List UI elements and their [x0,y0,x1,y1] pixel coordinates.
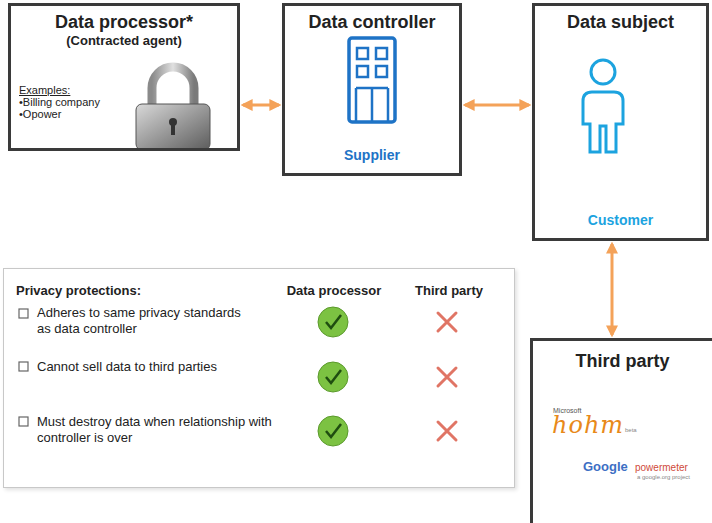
checkbox [19,309,28,318]
box-text: (Contracted agent) [19,33,229,48]
checkbox [19,362,28,371]
double-arrow [243,104,279,107]
person-icon [583,60,623,152]
check-circle [318,416,348,446]
entity-box: Data processor*(Contracted agent) Example… [8,3,240,151]
building-window [357,66,368,77]
lock-shackle [152,67,194,108]
check-circle [318,307,348,337]
box-text: beta [625,427,637,433]
checkbox [19,417,28,426]
cross-mark [438,422,456,440]
checkbox-group [19,309,28,426]
cross-group [438,313,456,440]
box-text: Google [583,459,628,474]
lock-icon [136,67,210,150]
double-arrow [611,244,614,335]
building-door [356,88,388,122]
box-text: powermeter [635,462,688,473]
box-heading: Third party [533,351,712,372]
building-icon [349,38,395,122]
box-text: hohm [552,411,624,439]
check-mark [326,424,341,437]
check-circle [318,362,348,392]
building-window [357,48,368,59]
lock-keyhole [171,123,175,135]
building-window [376,66,387,77]
box-text: •Billing company [19,96,129,108]
cross-mark [438,368,456,386]
lock-body [136,104,210,150]
cross-mark [438,313,456,331]
double-arrow [465,104,529,107]
box-text: Cannot sell data to third parties [37,359,257,375]
box-text: Examples: [19,84,129,96]
entity-box: Third partyMicrosofthohmbetaGooglepowerm… [530,338,712,523]
building-window [376,48,387,59]
box-text: Must destroy data when relationship with… [37,414,309,446]
box-heading: Data controller [291,12,453,33]
person-body [583,92,623,152]
building-outline [349,38,395,122]
box-text: Supplier [291,147,453,163]
box-text: •Opower [19,108,129,120]
entity-box: Data controllerSupplier [282,3,462,176]
table-panel: Privacy protections: Data processor Third … [3,268,515,488]
box-text: a google.org project [637,474,690,480]
box-text: Customer [541,212,700,228]
person-head [591,60,615,84]
box-heading: Privacy protections: [16,283,141,298]
entity-box: Data subjectCustomer [532,3,709,241]
check-mark [326,370,341,383]
check-group [318,307,348,446]
box-text: Data processor [279,283,389,298]
box-text: Adheres to same privacy standards as dat… [37,305,257,337]
box-text: Third party [399,283,499,298]
box-heading: Data subject [541,12,700,33]
check-mark [326,315,341,328]
box-heading: Data processor* [19,12,229,33]
